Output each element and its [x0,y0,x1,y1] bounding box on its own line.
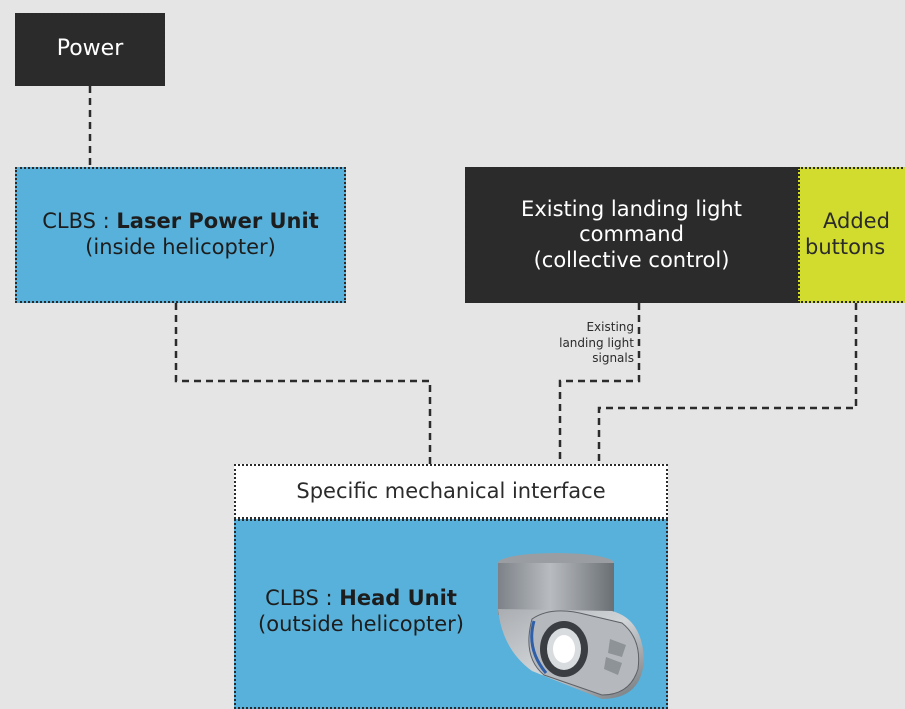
signals-line-2: landing light [559,335,634,350]
cmd-to-mech-wire [558,303,641,464]
power-node: Power [15,13,165,86]
landing-light-command-node: Existing landing light command (collecti… [465,167,798,303]
added-line-2: buttons [805,235,886,259]
head-prefix: CLBS : [265,586,340,610]
power-label: Power [56,36,124,62]
lpu-to-mech-wire [174,303,432,464]
added-buttons-node: Added buttons [798,167,905,303]
head-name: Head Unit [339,586,457,610]
buttons-to-mech-wire [597,303,858,464]
head-unit-text: CLBS : Head Unit (outside helicopter) [256,586,466,637]
mech-label: Specific mechanical interface [296,478,606,503]
lpu-title-line: CLBS : Laser Power Unit [42,209,319,235]
camera-head-icon [498,553,644,699]
laser-power-unit-node: CLBS : Laser Power Unit (inside helicopt… [15,167,346,303]
lpu-prefix: CLBS : [42,209,117,234]
landing-signals-edge-label: Existing landing light signals [548,320,634,367]
cmd-line-2: command [579,222,684,247]
cmd-line-1: Existing landing light [521,196,742,221]
mechanical-interface-node: Specific mechanical interface [234,464,668,519]
head-location: (outside helicopter) [258,611,464,636]
head-unit-node: CLBS : Head Unit (outside helicopter) [234,519,668,709]
signals-line-3: signals [592,351,634,366]
signals-line-1: Existing [586,320,634,334]
lpu-name: Laser Power Unit [116,209,319,234]
added-line-1: Added [823,209,890,234]
lpu-location: (inside helicopter) [85,235,276,259]
cmd-line-3: (collective control) [533,247,730,272]
head-title-line: CLBS : Head Unit [256,586,466,612]
